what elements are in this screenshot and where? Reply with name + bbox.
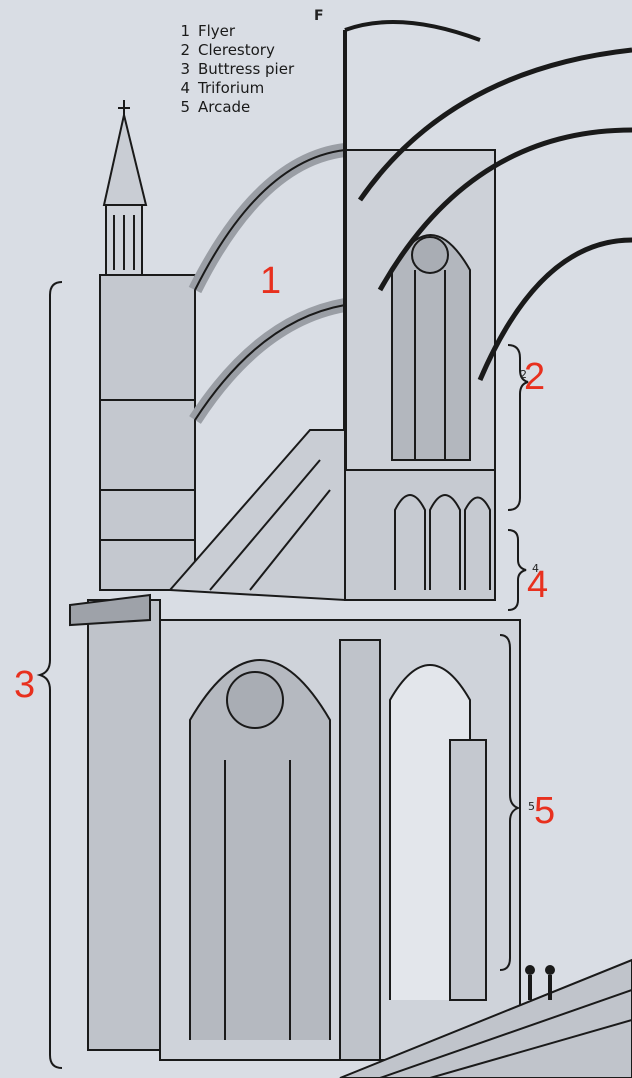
- triforium-bracket: [507, 529, 527, 611]
- buttress-pier-drawing: [69, 274, 196, 1051]
- legend-item: 1 Flyer: [168, 22, 294, 41]
- legend-number: 5: [180, 98, 190, 116]
- callout-flyer: 1: [260, 260, 282, 302]
- triforium-drawing: [344, 469, 496, 601]
- arcade-drawing: [159, 619, 521, 1061]
- arcade-bracket: [499, 634, 521, 971]
- nave-floor: [339, 958, 632, 1078]
- aisle-roof: [167, 429, 346, 602]
- legend-label: Flyer: [198, 22, 236, 40]
- arcade-small-mark: 5: [528, 800, 535, 813]
- legend-number: 3: [180, 60, 190, 78]
- clerestory-small-mark: 2: [520, 368, 527, 381]
- legend-label: Arcade: [198, 98, 251, 116]
- callout-clerestory: 2: [524, 356, 546, 398]
- legend-number: 4: [180, 79, 190, 97]
- legend: 1 Flyer 2 Clerestory 3 Buttress pier 4 Trifo…: [168, 22, 294, 117]
- buttress-pier-bracket: [36, 281, 63, 1069]
- human-figures: [525, 965, 555, 1000]
- pinnacle-spire: [102, 100, 148, 276]
- callout-arcade: 5: [534, 790, 556, 832]
- flyer-top-mark: F: [314, 8, 324, 24]
- triforium-small-mark: 4: [532, 562, 539, 575]
- clerestory-bracket: [507, 344, 529, 511]
- callout-triforium: 4: [527, 564, 549, 606]
- legend-item: 2 Clerestory: [168, 41, 294, 60]
- flyer-arches: [188, 143, 347, 424]
- legend-number: 2: [180, 41, 190, 59]
- legend-item: 3 Buttress pier: [168, 60, 294, 79]
- legend-label: Triforium: [198, 79, 265, 97]
- clerestory-wall: [344, 149, 496, 471]
- legend-item: 4 Triforium: [168, 79, 294, 98]
- legend-item: 5 Arcade: [168, 98, 294, 117]
- legend-label: Buttress pier: [198, 60, 295, 78]
- legend-number: 1: [180, 22, 190, 40]
- legend-label: Clerestory: [198, 41, 275, 59]
- callout-buttress-pier: 3: [14, 664, 36, 706]
